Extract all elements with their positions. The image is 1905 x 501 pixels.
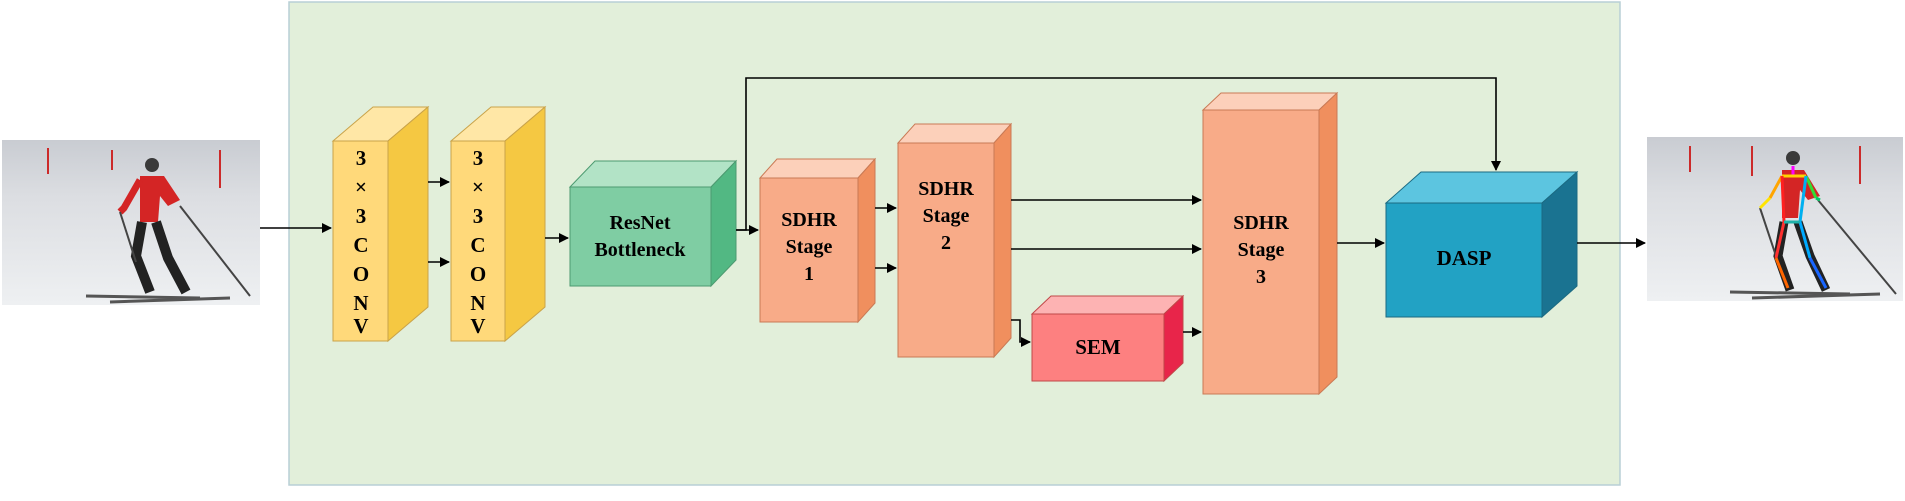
resnet-bottleneck-block: ResNet Bottleneck <box>568 159 738 288</box>
sdhr-stage-3-block: SDHR Stage 3 <box>1201 91 1339 396</box>
conv-block-1-line: 3 <box>356 146 367 170</box>
sdhr2-label-line: SDHR <box>918 178 974 200</box>
input-image <box>2 140 260 305</box>
conv-block-1-line: × <box>355 175 367 199</box>
sdhr1-label-line: 1 <box>804 263 814 285</box>
conv-block-2-line: 3 <box>473 146 484 170</box>
sdhr2-label-line: 2 <box>941 232 951 254</box>
pose-keypoints <box>1758 166 1828 289</box>
sem-label: SEM <box>1075 335 1121 359</box>
conv-block-2-line: × <box>472 175 484 199</box>
arrow-sdhr2-to-sem <box>1011 319 1031 347</box>
sdhr2-label-line: Stage <box>923 205 970 227</box>
conv-block-2-line: 3 <box>473 204 484 228</box>
conv-block-1-line: V <box>353 314 368 338</box>
conv-block-2-line: V <box>470 314 485 338</box>
sdhr3-label-line: 3 <box>1256 266 1266 288</box>
conv-block-1-line: C <box>353 233 368 257</box>
dasp-label: DASP <box>1437 246 1492 270</box>
dasp-block: DASP <box>1384 170 1579 319</box>
resnet-label-line: ResNet <box>609 212 670 234</box>
resnet-label-line: Bottleneck <box>594 239 686 261</box>
sdhr1-label-line: Stage <box>786 236 833 258</box>
conv-block-2: 3 × 3 C O N V <box>449 105 547 343</box>
sdhr3-label-line: SDHR <box>1233 212 1289 234</box>
sdhr1-label-line: SDHR <box>781 209 837 231</box>
conv-block-1-line: N <box>353 291 368 315</box>
conv-block-2-line: N <box>470 291 485 315</box>
connections <box>260 77 1646 347</box>
arrow-skip-to-dasp <box>736 77 1501 231</box>
conv-block-1-line: O <box>353 262 369 286</box>
sdhr-stage-2-block: SDHR Stage 2 <box>896 122 1013 359</box>
sem-block: SEM <box>1030 294 1185 383</box>
sdhr-stage-1-block: SDHR Stage 1 <box>758 157 877 324</box>
conv-block-1: 3 × 3 C O N V <box>331 105 430 343</box>
conv-block-2-line: C <box>470 233 485 257</box>
sdhr3-label-line: Stage <box>1238 239 1285 261</box>
conv-block-1-line: 3 <box>356 204 367 228</box>
conv-block-2-line: O <box>470 262 486 286</box>
output-image <box>1647 137 1903 301</box>
